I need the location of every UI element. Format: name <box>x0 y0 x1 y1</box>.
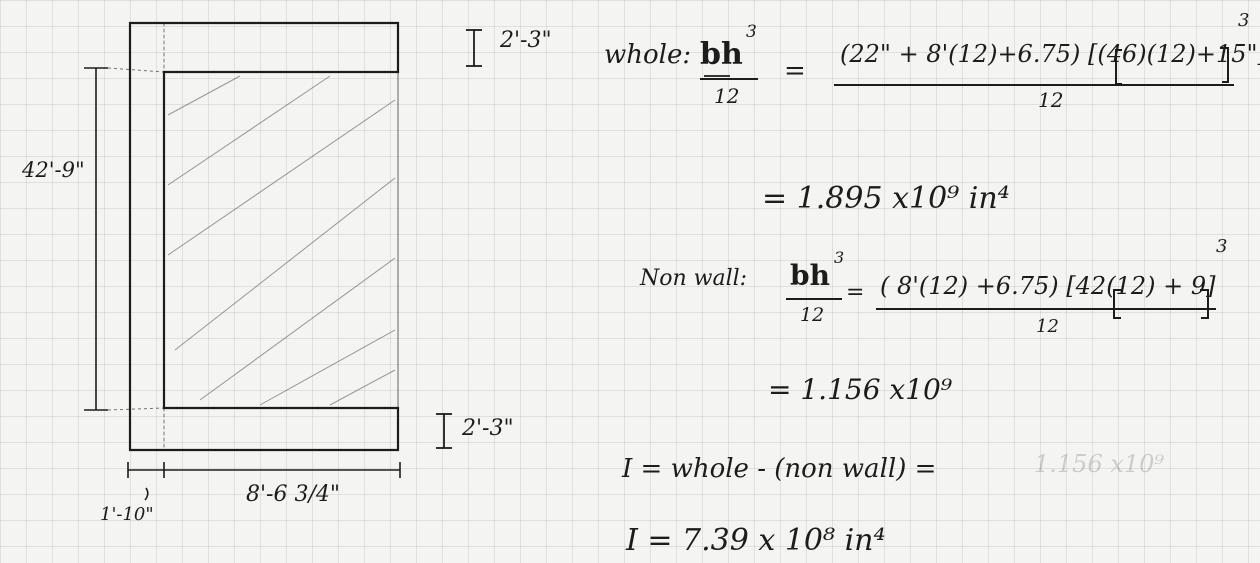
width-dim: 8'-6 3/4" <box>246 482 340 507</box>
whole-numerator: (22" + 8'(12)+6.75) [(46)(12)+15"] <box>840 40 1260 68</box>
whole-lhs-rule <box>700 78 758 80</box>
wall-thickness-dim: 1'-10" <box>100 504 154 525</box>
whole-rhs-rule <box>834 84 1234 86</box>
i-result: I = 7.39 x 10⁸ in⁴ <box>626 523 886 558</box>
nonwall-denominator: 12 <box>1036 316 1059 337</box>
whole-lhs-den: 12 <box>714 84 740 108</box>
top-flange-dim: 2'-3" <box>500 28 552 53</box>
nonwall-equals: = <box>846 280 865 305</box>
nonwall-lhs-den: 12 <box>800 304 825 326</box>
nonwall-rhs-rule <box>876 308 1216 310</box>
flange-marks <box>436 29 482 449</box>
whole-denominator: 12 <box>1038 88 1064 112</box>
hatching <box>167 75 396 406</box>
whole-result: = 1.895 x10⁹ in⁴ <box>762 181 1010 216</box>
height-dimension <box>84 67 165 411</box>
section-outline <box>128 21 400 452</box>
whole-label: whole: <box>604 40 692 70</box>
whole-numerator-exp: 3 <box>1238 10 1250 31</box>
nonwall-lhs-rule <box>786 298 842 300</box>
nonwall-bh-exp: 3 <box>834 248 845 267</box>
bottom-flange-dim: 2'-3" <box>462 416 514 441</box>
whole-equals: = <box>784 56 806 86</box>
width-dimension <box>127 462 401 501</box>
nonwall-label: Non wall: <box>640 266 748 291</box>
i-formula: I = whole - (non wall) = <box>622 454 937 484</box>
nonwall-numerator-exp: 3 <box>1216 236 1228 257</box>
nonwall-result: = 1.156 x10⁹ <box>768 373 953 406</box>
height-dim: 42'-9" <box>22 158 85 182</box>
whole-bh-exp: 3 <box>746 22 757 42</box>
nonwall-numerator: ( 8'(12) +6.75) [42(12) + 9] <box>880 272 1216 300</box>
nonwall-bh: bh <box>790 259 830 292</box>
i-faint-erased: 1.156 x10⁹ <box>1034 450 1165 478</box>
whole-bh: bh <box>700 37 743 72</box>
